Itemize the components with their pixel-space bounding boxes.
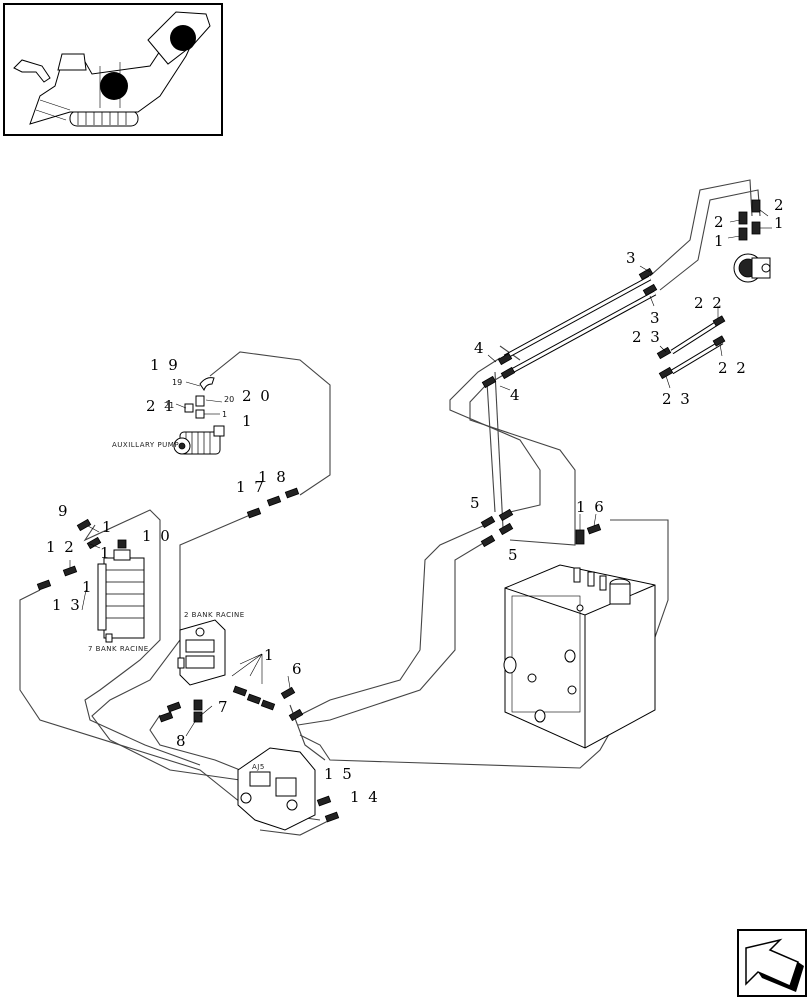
label-1-left-a: 1 <box>102 518 114 536</box>
label-4-upper: 4 <box>474 339 486 357</box>
caption-auxiliary-pump: AUXILLARY PUMP <box>112 441 179 449</box>
steel-tubes <box>503 275 724 375</box>
label-3-upper: 3 <box>626 249 638 267</box>
label-9: 9 <box>58 502 70 520</box>
label-15: 1 5 <box>324 765 354 783</box>
label-13: 1 3 <box>52 596 82 614</box>
label-12: 1 2 <box>46 538 76 556</box>
part-number-labels: 1 9 19 2 0 20 2 1 21 1 1 AUXILLARY PUMP … <box>46 196 786 806</box>
label-1-left-c: 1 <box>82 578 94 596</box>
label-1-small: 1 <box>222 410 227 419</box>
label-22-upper: 2 2 <box>694 294 724 312</box>
label-22-lower: 2 2 <box>718 359 748 377</box>
label-5-upper: 5 <box>470 494 482 512</box>
label-21-small: 21 <box>164 401 174 410</box>
label-23-lower: 2 3 <box>662 390 692 408</box>
label-19-small: 19 <box>172 378 182 387</box>
label-2-right: 2 <box>774 196 786 214</box>
label-14: 1 4 <box>350 788 380 806</box>
label-1-right: 1 <box>774 214 786 232</box>
label-4-lower: 4 <box>510 386 522 404</box>
label-6: 6 <box>292 660 304 678</box>
label-5-lower: 5 <box>508 546 520 564</box>
label-16: 1 6 <box>576 498 606 516</box>
next-page-arrow-icon[interactable] <box>737 929 807 997</box>
label-1-center: 1 <box>264 646 276 664</box>
two-bank-racine-valve <box>177 619 226 686</box>
label-17: 1 7 <box>236 478 266 496</box>
label-20-small: 20 <box>224 395 234 404</box>
label-2-left: 2 <box>714 213 726 231</box>
caption-block-marking: AJ5 <box>252 763 265 771</box>
label-20: 2 0 <box>242 387 272 405</box>
label-1-pump: 1 <box>242 412 254 430</box>
label-1-left: 1 <box>714 232 726 250</box>
hose-routes <box>19 179 761 836</box>
caption-7-bank-racine: 7 BANK RACINE <box>88 645 149 653</box>
leader-lines <box>69 209 772 737</box>
label-21: 2 1 <box>146 397 176 415</box>
caption-2-bank-racine: 2 BANK RACINE <box>184 611 245 619</box>
hydraulic-tank <box>503 564 656 749</box>
label-23-upper: 2 3 <box>632 328 662 346</box>
lower-valve-block <box>237 747 316 831</box>
label-10: 1 0 <box>142 527 172 545</box>
hydraulic-motor <box>733 253 771 283</box>
label-7: 7 <box>218 698 230 716</box>
auxiliary-pump <box>173 377 225 455</box>
label-1-left-b: 1 <box>100 544 112 562</box>
machine-thumbnail-icon <box>3 3 223 136</box>
fittings <box>36 199 761 823</box>
label-18: 1 8 <box>258 468 288 486</box>
label-8: 8 <box>176 732 188 750</box>
label-3-lower: 3 <box>650 309 662 327</box>
seven-bank-racine-valve <box>97 549 145 643</box>
label-19: 1 9 <box>150 356 180 374</box>
